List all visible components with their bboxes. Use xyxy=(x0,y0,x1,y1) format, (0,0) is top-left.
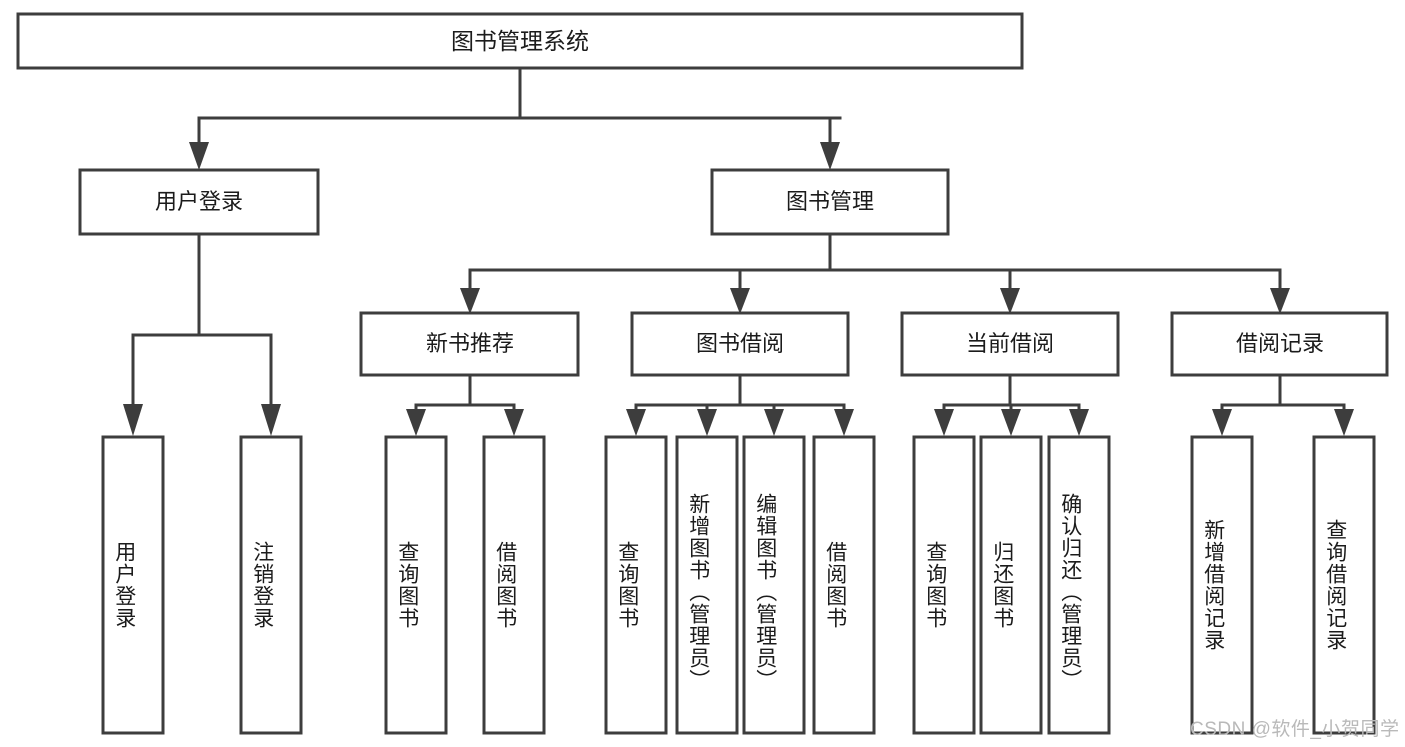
leaf-box-user-logout[interactable] xyxy=(239,435,303,735)
connector-borrowrecord-to-leaves xyxy=(1212,373,1354,436)
node-current-borrow-label: 当前借阅 xyxy=(966,331,1054,356)
leaf-box-query-book-1[interactable] xyxy=(384,435,448,735)
connector-currentborrow-to-leaves xyxy=(934,373,1089,436)
leaf-box-user-login[interactable] xyxy=(101,435,165,735)
node-user-login[interactable]: 用户登录 xyxy=(78,168,320,236)
node-new-book-recommend[interactable]: 新书推荐 xyxy=(359,311,580,377)
leaf-box-add-book[interactable] xyxy=(675,435,739,735)
csdn-watermark: CSDN @软件_小贺同学 xyxy=(1190,719,1400,740)
node-root-label: 图书管理系统 xyxy=(451,28,589,54)
node-user-login-label: 用户登录 xyxy=(155,189,243,214)
node-borrow-record[interactable]: 借阅记录 xyxy=(1170,311,1389,377)
node-new-book-recommend-label: 新书推荐 xyxy=(426,331,514,356)
node-book-manage[interactable]: 图书管理 xyxy=(710,168,950,236)
leaf-box-borrow-book-2[interactable] xyxy=(812,435,876,735)
connector-root-to-level2 xyxy=(189,66,842,170)
connector-newbook-to-leaves xyxy=(406,373,524,436)
connector-bookborrow-to-leaves xyxy=(626,373,854,436)
node-user-login-box[interactable] xyxy=(78,168,320,236)
node-current-borrow-box[interactable] xyxy=(900,311,1120,377)
node-borrow-record-box[interactable] xyxy=(1170,311,1389,377)
leaf-box-borrow-book-1[interactable] xyxy=(482,435,546,735)
node-book-manage-label: 图书管理 xyxy=(786,189,874,214)
connector-bookmanage-to-level3 xyxy=(460,232,1290,314)
leaf-box-add-record[interactable] xyxy=(1190,435,1254,735)
node-book-borrow[interactable]: 图书借阅 xyxy=(630,311,850,377)
node-root-box[interactable] xyxy=(16,12,1024,70)
node-book-borrow-label: 图书借阅 xyxy=(696,331,784,356)
node-borrow-record-label: 借阅记录 xyxy=(1236,331,1324,356)
connector-userlogin-to-leaves xyxy=(123,232,281,436)
leaf-box-edit-book[interactable] xyxy=(742,435,806,735)
node-book-manage-box[interactable] xyxy=(710,168,950,236)
leaf-box-confirm-return[interactable] xyxy=(1047,435,1111,735)
node-current-borrow[interactable]: 当前借阅 xyxy=(900,311,1120,377)
node-new-book-recommend-box[interactable] xyxy=(359,311,580,377)
node-root[interactable]: 图书管理系统 xyxy=(16,12,1024,70)
leaf-box-return-book[interactable] xyxy=(979,435,1043,735)
leaf-box-query-book-3[interactable] xyxy=(912,435,976,735)
leaf-box-query-record[interactable] xyxy=(1312,435,1376,735)
node-book-borrow-box[interactable] xyxy=(630,311,850,377)
leaf-box-query-book-2[interactable] xyxy=(604,435,668,735)
